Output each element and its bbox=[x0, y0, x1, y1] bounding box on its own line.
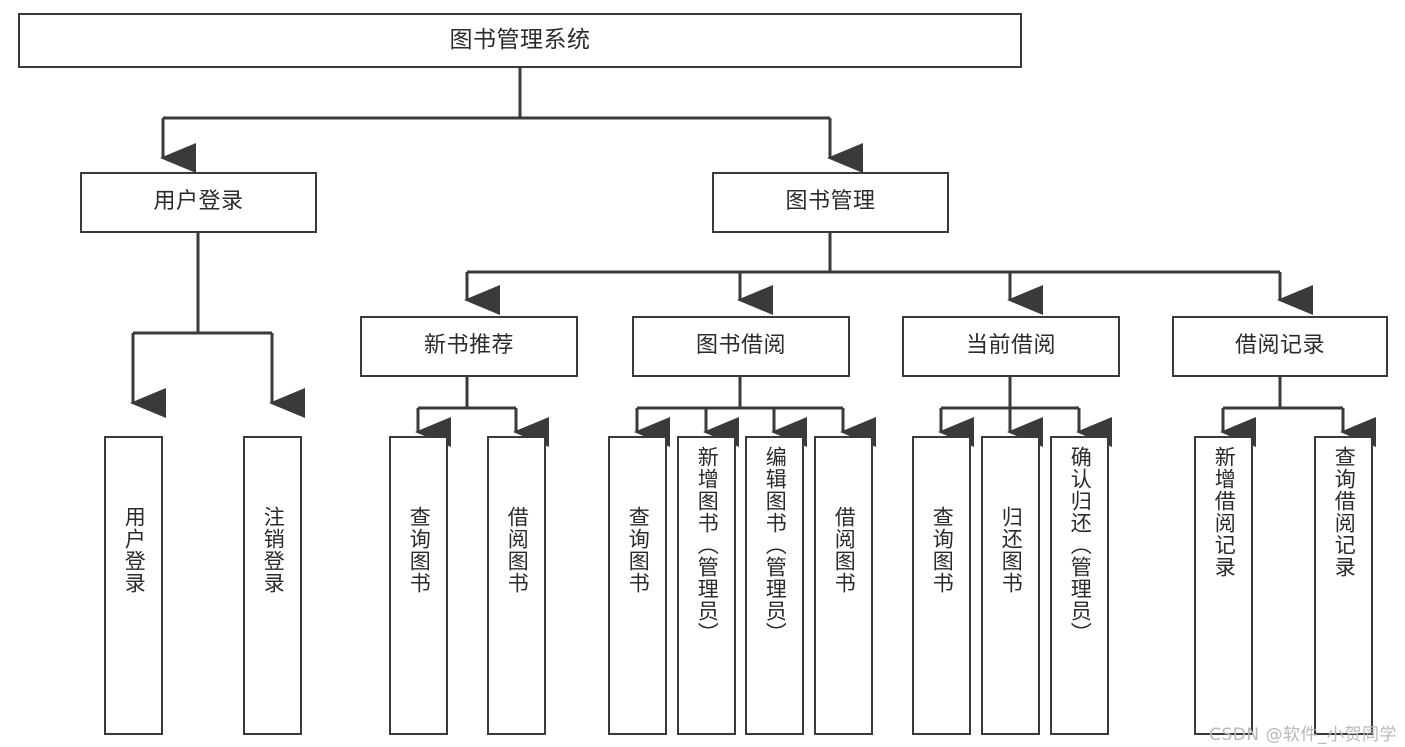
node-label: 借阅图书 bbox=[832, 506, 857, 594]
leaf-user-logout[interactable]: 注销登录 bbox=[243, 436, 302, 735]
node-label: 新书推荐 bbox=[423, 333, 514, 359]
node-label: 借阅记录 bbox=[1234, 333, 1325, 359]
node-book-borrow[interactable]: 图书借阅 bbox=[632, 316, 850, 377]
node-borrow-record[interactable]: 借阅记录 bbox=[1172, 316, 1388, 377]
node-label: 查询借阅记录 bbox=[1332, 446, 1357, 578]
node-label: 确认归还（管理员） bbox=[1068, 446, 1093, 644]
leaf-borrow-book-recommend[interactable]: 借阅图书 bbox=[487, 436, 546, 735]
leaf-add-book-admin[interactable]: 新增图书（管理员） bbox=[677, 436, 736, 735]
leaf-add-borrow-record[interactable]: 新增借阅记录 bbox=[1194, 436, 1253, 735]
leaf-query-book-borrow[interactable]: 查询图书 bbox=[608, 436, 667, 735]
node-label: 编辑图书（管理员） bbox=[763, 446, 788, 644]
node-label: 图书管理系统 bbox=[449, 26, 591, 53]
leaf-user-login[interactable]: 用户登录 bbox=[104, 436, 163, 735]
node-label: 查询图书 bbox=[626, 506, 651, 594]
leaf-confirm-return-admin[interactable]: 确认归还（管理员） bbox=[1050, 436, 1109, 735]
node-current-borrow[interactable]: 当前借阅 bbox=[902, 316, 1120, 377]
node-label: 用户登录 bbox=[122, 506, 147, 594]
leaf-query-book-current[interactable]: 查询图书 bbox=[912, 436, 971, 735]
node-label: 图书借阅 bbox=[695, 333, 786, 359]
node-book-manage[interactable]: 图书管理 bbox=[712, 172, 949, 233]
node-user-login[interactable]: 用户登录 bbox=[80, 172, 317, 233]
node-book-management-system[interactable]: 图书管理系统 bbox=[18, 13, 1022, 68]
node-label: 新增借阅记录 bbox=[1212, 446, 1237, 578]
watermark-text: CSDN @软件_小贺同学 bbox=[1209, 725, 1397, 745]
node-label: 查询图书 bbox=[407, 506, 432, 594]
leaf-query-borrow-record[interactable]: 查询借阅记录 bbox=[1314, 436, 1373, 735]
node-new-book-recommend[interactable]: 新书推荐 bbox=[360, 316, 578, 377]
node-label: 归还图书 bbox=[999, 506, 1024, 594]
node-label: 图书管理 bbox=[785, 189, 876, 215]
node-label: 新增图书（管理员） bbox=[695, 446, 720, 644]
leaf-query-book-recommend[interactable]: 查询图书 bbox=[389, 436, 448, 735]
node-label: 查询图书 bbox=[930, 506, 955, 594]
node-label: 借阅图书 bbox=[505, 506, 530, 594]
node-label: 注销登录 bbox=[261, 506, 286, 594]
leaf-return-book[interactable]: 归还图书 bbox=[981, 436, 1040, 735]
node-label: 当前借阅 bbox=[965, 333, 1056, 359]
leaf-edit-book-admin[interactable]: 编辑图书（管理员） bbox=[745, 436, 804, 735]
node-label: 用户登录 bbox=[153, 189, 244, 215]
leaf-borrow-book[interactable]: 借阅图书 bbox=[814, 436, 873, 735]
